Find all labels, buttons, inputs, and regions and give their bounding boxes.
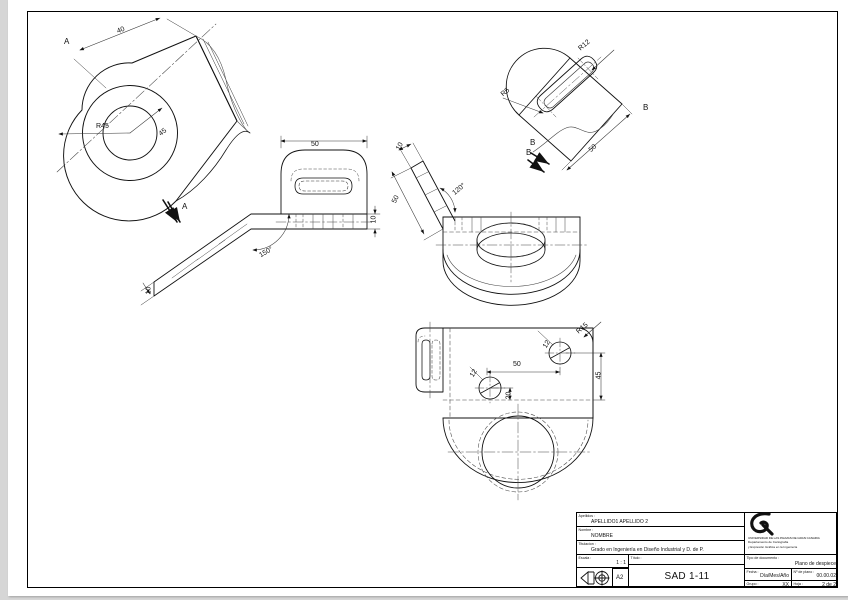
titleblock-cell-nombre: Nombre : NOMBRE <box>577 527 745 541</box>
titleblock-cell-escala: Escala : 1 : 1 <box>577 555 629 568</box>
university-line-3: y Expresión Gráfica en la Ingeniería <box>748 544 798 549</box>
title-block: Apellidos : APELLIDO1 APELLIDO 2 Nombre … <box>576 512 838 588</box>
titleblock-cell-num-plano: Nº de plano : 00.00.02 <box>792 569 838 581</box>
label-num-plano: Nº de plano : <box>793 570 815 574</box>
label-escala: Escala : <box>578 556 592 560</box>
dim-10-mid-left-arm: 10 <box>145 286 153 295</box>
value-num-plano: 00.00.02 <box>816 572 836 579</box>
dim-50-mid-left: 50 <box>311 141 319 148</box>
value-escala: 1 : 1 <box>616 559 626 566</box>
label-tipo-documento: Tipo de documento : <box>746 556 780 560</box>
value-format: A2 <box>616 575 624 581</box>
label-nombre: Nombre : <box>578 528 594 532</box>
value-nombre: NOMBRE <box>591 532 613 539</box>
value-titulacion: Grado en Ingeniería en Diseño Industrial… <box>591 546 704 553</box>
titleblock-cell-grupo: Grupo : XX <box>745 581 792 588</box>
value-fecha: Día/Mes/Año <box>760 572 789 579</box>
titleblock-cell-fecha: Fecha : Día/Mes/Año <box>745 569 792 581</box>
drawing-title: SAD 1-11 <box>664 571 710 582</box>
titleblock-cell-titulacion: Titulacion : Grado en Ingeniería en Dise… <box>577 541 745 555</box>
section-arrow-label-B-mid-center: B <box>530 138 536 147</box>
university-text: UNIVERSIDAD DE LAS PALMAS DE GRAN CANARI… <box>748 536 820 549</box>
dim-50-bottom: 50 <box>513 361 521 368</box>
university-line-2: Departamento de Cartografía <box>748 540 789 545</box>
drawing-frame-border <box>27 11 838 588</box>
university-line-1: UNIVERSIDAD DE LAS PALMAS DE GRAN CANARI… <box>748 536 820 540</box>
dim-20-bottom: 20 <box>505 391 513 400</box>
titleblock-cell-tipo: Tipo de documento : Plano de despiece <box>745 555 838 569</box>
titleblock-cell-hoja: Hoja : 2 de 2 <box>792 581 838 588</box>
label-hoja: Hoja : <box>793 582 803 586</box>
section-label-B-top-right: B <box>643 103 649 112</box>
label-titulo: Título : <box>630 556 642 560</box>
label-titulacion: Titulacion : <box>578 542 596 546</box>
value-hoja: 2 de 2 <box>822 581 836 588</box>
titleblock-cell-format: A2 <box>613 568 629 587</box>
section-arrow-label-B-top-right: B <box>526 148 532 157</box>
titleblock-cell-projection <box>577 568 613 588</box>
label-apellidos: Apellidos : <box>578 514 596 518</box>
label-fecha: Fecha : <box>746 570 759 574</box>
value-apellidos: APELLIDO1 APELLIDO 2 <box>591 518 648 525</box>
first-angle-projection-icon <box>580 570 610 586</box>
titleblock-cell-apellidos: Apellidos : APELLIDO1 APELLIDO 2 <box>577 513 745 527</box>
dim-45-bottom: 45 <box>595 371 603 380</box>
titleblock-cell-titulo-value <box>629 565 745 588</box>
section-label-A-top-left: A <box>64 37 70 46</box>
dim-10-mid-left-thickness: 10 <box>370 215 378 224</box>
titleblock-cell-logo: UNIVERSIDAD DE LAS PALMAS DE GRAN CANARI… <box>745 512 838 555</box>
value-grupo: XX <box>782 581 789 588</box>
section-label-A-bottom-left: A <box>182 202 188 211</box>
ulpgc-logo-icon <box>750 512 774 536</box>
titleblock-cell-titulo-header: Título : <box>629 555 745 565</box>
label-grupo: Grupo : <box>746 582 759 586</box>
value-tipo-documento: Plano de despiece <box>794 560 836 567</box>
dim-R45-top-left: R45 <box>96 123 109 130</box>
